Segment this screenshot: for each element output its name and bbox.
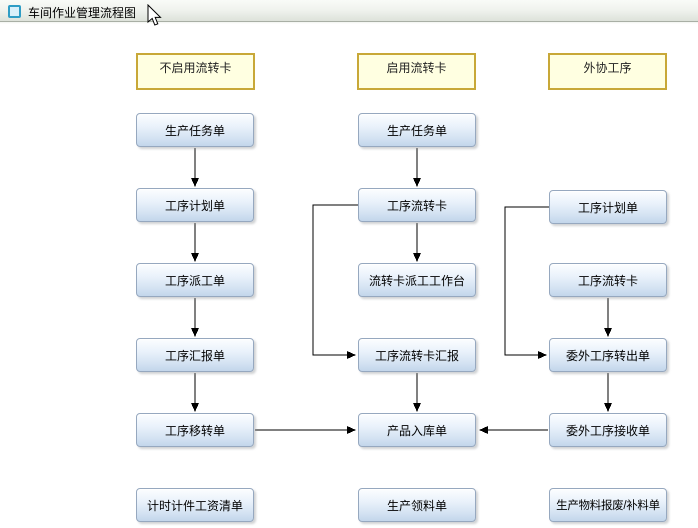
mouse-cursor-icon	[147, 4, 162, 26]
flow-node-process-plan-3[interactable]: 工序计划单	[549, 190, 667, 224]
flow-node-process-card-3[interactable]: 工序流转卡	[549, 263, 667, 297]
flow-node-process-dispatch[interactable]: 工序派工单	[136, 263, 254, 297]
flow-node-process-card-2[interactable]: 工序流转卡	[358, 188, 476, 222]
flow-node-material-requisition[interactable]: 生产领料单	[358, 488, 476, 522]
flow-node-process-report[interactable]: 工序汇报单	[136, 338, 254, 372]
diagram-tab[interactable]: 车间作业管理流程图	[0, 0, 698, 24]
lane-header-no-card: 不启用流转卡	[136, 53, 255, 90]
lane-header-card: 启用流转卡	[357, 53, 476, 90]
document-icon	[8, 5, 21, 18]
flow-node-outsource-out[interactable]: 委外工序转出单	[549, 338, 667, 372]
flow-node-scrap-replenish[interactable]: 生产物料报废/补料单	[549, 488, 667, 522]
flow-node-process-transfer[interactable]: 工序移转单	[136, 413, 254, 447]
page-title: 车间作业管理流程图	[28, 6, 137, 20]
flow-node-outsource-receive[interactable]: 委外工序接收单	[549, 413, 667, 447]
flow-node-product-inbound[interactable]: 产品入库单	[358, 413, 476, 447]
flow-node-wage-list[interactable]: 计时计件工资清单	[136, 488, 254, 522]
lane-header-outsource: 外协工序	[548, 53, 667, 90]
flow-node-card-report[interactable]: 工序流转卡汇报	[358, 338, 476, 372]
flow-node-process-plan-1[interactable]: 工序计划单	[136, 188, 254, 222]
flow-node-card-dispatch-workbench[interactable]: 流转卡派工工作台	[358, 263, 476, 297]
flow-node-production-task-1[interactable]: 生产任务单	[136, 113, 254, 147]
flow-node-production-task-2[interactable]: 生产任务单	[358, 113, 476, 147]
